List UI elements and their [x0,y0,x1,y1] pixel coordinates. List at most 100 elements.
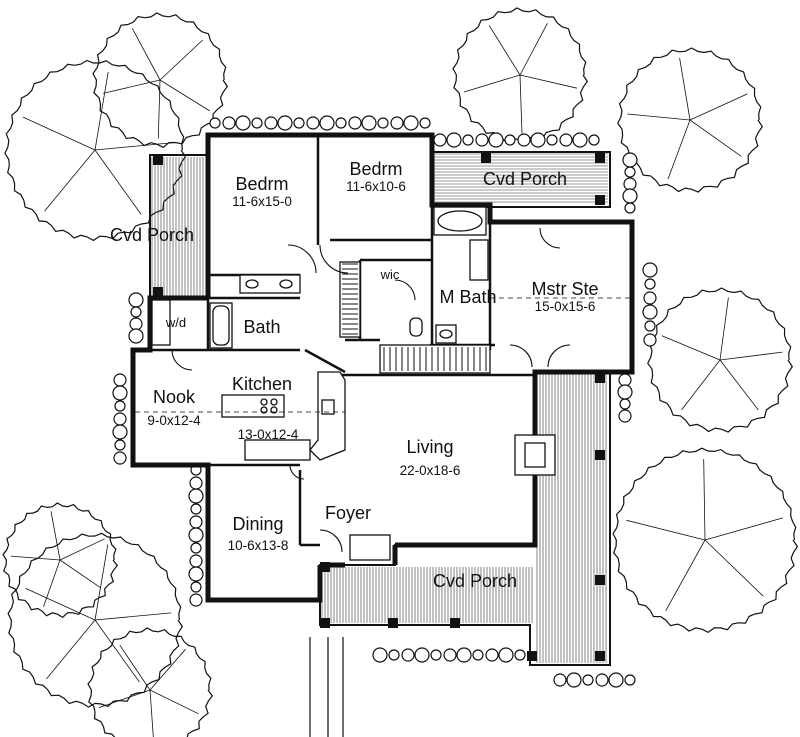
tree-branch [157,79,161,139]
shrub [462,134,474,146]
tree-branch [488,25,521,76]
room-bedrm-2: Bedrm 11-6x10-6 [346,160,406,194]
porch-column [595,651,605,661]
porch-column [450,618,460,628]
shrub [456,647,472,663]
room-cvd-porch-top: Cvd Porch [482,169,568,189]
tree-branch [103,79,161,94]
shrub [624,674,636,686]
porch-column [320,618,330,628]
shrub [443,648,457,662]
shrub [553,673,567,687]
room-dimensions: 11-6x10-6 [346,178,406,194]
room-name: Dining [232,514,284,534]
shrub [414,647,430,663]
shower [469,239,489,281]
shrub [517,133,531,147]
shrub [430,649,442,661]
shrub [114,439,126,451]
room-living: Living 22-0x18-6 [400,438,461,478]
shrub [190,542,202,554]
shrub [472,649,484,661]
shrub [112,424,128,440]
room-bedrm-1: Bedrm 11-6x15-0 [232,175,292,209]
room-dimensions: 10-6x13-8 [227,537,289,553]
shrub [189,476,203,490]
tree-canopy [4,59,187,242]
room-name: Bedrm [349,159,403,179]
tree-branch [689,93,748,121]
tree-branch [44,149,96,212]
porch-column [153,287,163,297]
shrub [617,384,633,400]
tree-canopy [612,447,799,633]
porch-columns [153,153,605,661]
room-name: Mstr Ste [531,279,599,299]
tree-branch [679,57,691,121]
kitchen-island [221,394,285,418]
shrub [642,262,658,278]
tree-branch [94,142,174,151]
tree-branch [665,539,706,611]
tree-branch [10,555,61,561]
shrub [498,647,514,663]
room-name: Nook [152,387,196,407]
tree-branch [131,28,161,81]
shrub [188,566,204,582]
shrub [419,117,431,129]
tree-branch [159,39,203,81]
shrub [572,132,588,148]
shrub [433,133,447,147]
tree-branch [43,559,61,607]
porch-steps-interior [379,344,491,374]
tree-branch [689,119,742,157]
shrub [643,291,657,305]
shrub [348,116,362,130]
kitchen-sink [321,399,335,415]
shrub [619,398,631,410]
shrub [222,116,236,130]
shrub [388,649,400,661]
shrub-border [112,115,658,688]
shrub [113,412,127,426]
room-kitchen-dimensions: 13-0x12-4 [237,427,299,442]
shrub [514,649,526,661]
tree-canopy [87,627,214,737]
front-walkway [309,637,344,737]
tree-branch [719,359,759,411]
landscaping [2,7,799,737]
tree-branch [667,119,691,180]
room-cvd-porch-front: Cvd Porch [432,571,518,591]
shrub [623,177,637,191]
tree-branch [463,74,521,93]
tree-branch [681,359,721,411]
shrub [372,647,388,663]
room-dimensions: 15-0x15-6 [534,298,596,314]
tree-branch [59,538,105,561]
tree-canopy [647,287,794,433]
tree-canopy [617,47,764,193]
tree-branch [94,544,109,621]
shrub [618,409,632,423]
room-foyer: Foyer [324,503,372,523]
tree-branch [626,519,706,541]
room-wic: wic [380,267,400,282]
shrub [566,672,582,688]
porch-decks [151,153,608,663]
porch-column [527,651,537,661]
shrub [504,134,516,146]
tree-branch [704,517,784,541]
tree-branch [22,116,96,151]
shrub [335,117,347,129]
room-m-bath: M Bath [439,287,497,307]
tree-branch [94,71,109,151]
shrub [644,320,656,332]
tree-branch [50,511,61,561]
shrub [644,278,656,290]
fixtures [151,206,556,561]
shrub [293,117,305,129]
shrub [188,527,204,543]
tree-branch [149,649,186,691]
shrub [251,117,263,129]
